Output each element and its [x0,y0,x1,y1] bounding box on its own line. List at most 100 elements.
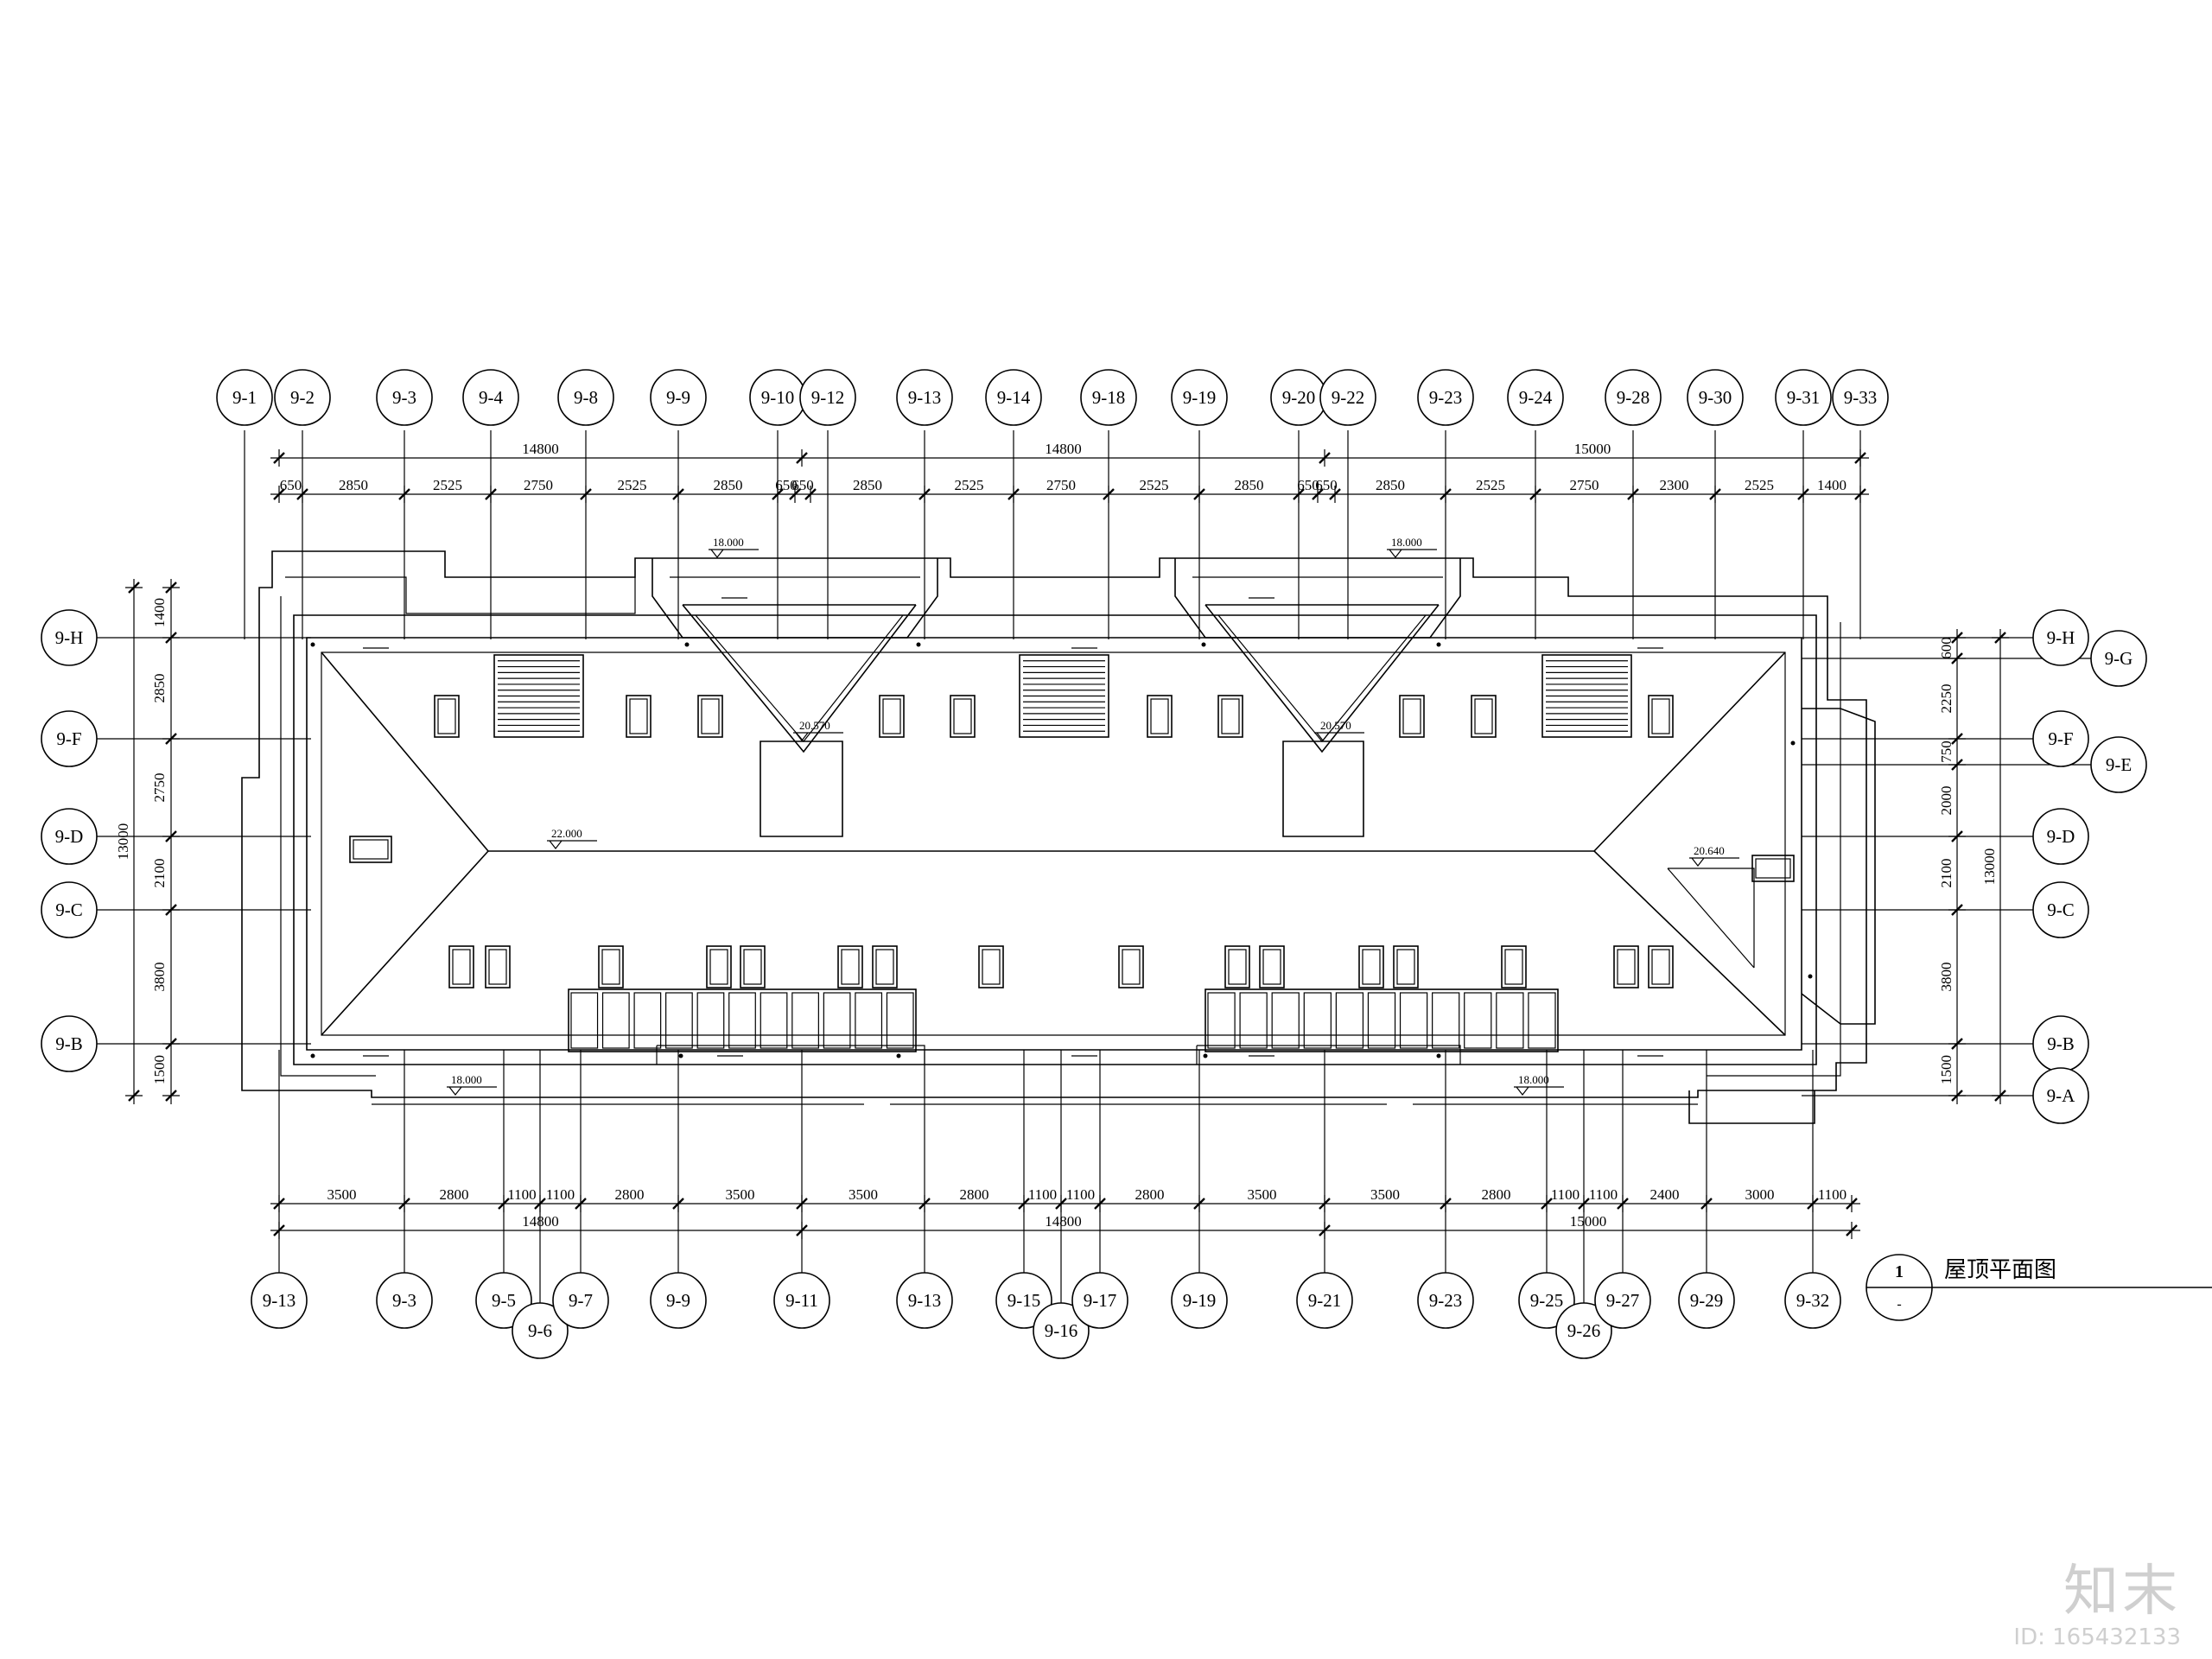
elevation-valley-right: 20.570 [1314,719,1364,741]
axis-bubble-bot-9: 9-9 [650,1272,707,1329]
svg-text:9-7: 9-7 [569,1290,593,1311]
elevation-eave-bottom-right: 18.000 [1514,1073,1564,1096]
dim-top-detail-11: 2525 [1140,477,1169,493]
dim-bottom-total-1: 14800 [1045,1213,1082,1230]
dim-top-detail-19: 2525 [1745,477,1774,493]
dim-top-detail-16: 2525 [1476,477,1505,493]
svg-text:9-32: 9-32 [1796,1290,1830,1311]
axis-bubble-bot-32: 9-32 [1784,1272,1841,1329]
svg-text:9-28: 9-28 [1617,387,1650,408]
axis-bubble-right-C: 9-C [2032,881,2089,938]
skylight [1751,855,1795,882]
axis-bubble-top-33: 9-33 [1832,369,1889,426]
svg-text:9-D: 9-D [55,826,84,847]
svg-text:9-30: 9-30 [1699,387,1732,408]
axis-bubble-left-C: 9-C [41,881,98,938]
dim-bottom-detail-16: 2400 [1650,1186,1680,1203]
dim-right-total-0: 13000 [1981,849,1998,886]
axis-bubble-bot-26: 9-26 [1555,1302,1612,1359]
axis-bubble-top-20: 9-20 [1270,369,1327,426]
svg-text:9-16: 9-16 [1045,1320,1078,1341]
svg-text:9-17: 9-17 [1084,1290,1117,1311]
dim-bottom-detail-8: 1100 [1028,1186,1057,1203]
skylight [1358,945,1384,988]
dim-bottom-detail-11: 3500 [1248,1186,1277,1203]
svg-text:9-E: 9-E [2106,754,2132,775]
dim-top-detail-3: 2750 [524,477,553,493]
dim-right-1: 2250 [1938,684,1955,714]
balconies [568,988,1559,1052]
svg-text:9-9: 9-9 [666,1290,690,1311]
axis-bubble-top-2: 9-2 [274,369,331,426]
axis-bubble-bot-27: 9-27 [1594,1272,1651,1329]
roof-vent [493,654,584,738]
axis-bubble-bot-23: 9-23 [1417,1272,1474,1329]
svg-text:9-14: 9-14 [997,387,1031,408]
dim-top-detail-10: 2750 [1046,477,1076,493]
skylight [1224,945,1250,988]
svg-text:9-20: 9-20 [1282,387,1316,408]
svg-text:9-31: 9-31 [1787,387,1821,408]
svg-text:9-D: 9-D [2047,826,2075,847]
dim-bottom-detail-1: 2800 [440,1186,469,1203]
elevation-eave-top-right: 18.000 [1387,536,1437,558]
skylight [485,945,511,988]
elevation-valley-left: 20.570 [793,719,843,741]
axis-bubble-bot-19: 9-19 [1171,1272,1228,1329]
svg-text:9-33: 9-33 [1844,387,1878,408]
svg-text:9-23: 9-23 [1429,387,1463,408]
axis-bubble-left-B: 9-B [41,1015,98,1072]
svg-text:9-H: 9-H [55,627,84,648]
dim-right-3: 2000 [1938,786,1955,816]
axis-bubble-top-19: 9-19 [1171,369,1228,426]
dim-bottom-detail-2: 1100 [507,1186,536,1203]
dim-bottom-detail-13: 2800 [1482,1186,1511,1203]
skylight [434,695,460,738]
svg-text:18.000: 18.000 [1518,1073,1549,1086]
svg-text:9-21: 9-21 [1308,1290,1342,1311]
skylight [837,945,863,988]
axis-bubble-bot-13: 9-13 [251,1272,308,1329]
svg-text:9-H: 9-H [2047,627,2075,648]
axis-bubble-top-13: 9-13 [896,369,953,426]
dim-top-detail-4: 2525 [618,477,647,493]
axis-bubble-top-10: 9-10 [749,369,806,426]
svg-text:9-B: 9-B [55,1033,83,1054]
svg-text:9-9: 9-9 [666,387,690,408]
axis-bubble-left-D: 9-D [41,808,98,865]
axis-bubble-top-22: 9-22 [1319,369,1376,426]
axis-bubble-right-G: 9-G [2090,630,2147,687]
svg-text:18.000: 18.000 [451,1073,482,1086]
axis-grid-lines [97,430,2091,1303]
svg-text:9-2: 9-2 [290,387,315,408]
elevation-markers: 18.000 18.000 18.000 18.000 20.570 20.57… [447,536,1739,1096]
dim-bottom-detail-5: 3500 [726,1186,755,1203]
skylight [1147,695,1173,738]
dim-bottom-detail-9: 1100 [1066,1186,1095,1203]
svg-text:9-1: 9-1 [232,387,257,408]
skylight [448,945,474,988]
svg-text:18.000: 18.000 [1391,536,1422,549]
axis-bubble-top-14: 9-14 [985,369,1042,426]
svg-text:22.000: 22.000 [551,827,582,840]
axis-bubble-bot-13b: 9-13 [896,1272,953,1329]
axis-bubble-top-8: 9-8 [557,369,614,426]
elevation-eave-top-left: 18.000 [709,536,759,558]
axis-bubble-bot-16: 9-16 [1033,1302,1090,1359]
axis-bubble-bot-6: 9-6 [512,1302,569,1359]
axis-bubble-bot-29: 9-29 [1678,1272,1735,1329]
dim-left-total-0: 13000 [115,823,131,861]
svg-text:18.000: 18.000 [713,536,744,549]
svg-text:20.640: 20.640 [1694,844,1725,857]
elevation-ridge: 22.000 [547,827,597,849]
dim-bottom-detail-15: 1100 [1589,1186,1618,1203]
skylight [1613,945,1639,988]
axis-bubble-right-A: 9-A [2032,1067,2089,1124]
dim-right-2: 750 [1938,741,1955,763]
balcony-row [568,988,917,1052]
axis-bubble-bot-7: 9-7 [552,1272,609,1329]
skylight [706,945,732,988]
axis-bubble-top-28: 9-28 [1605,369,1662,426]
svg-text:9-F: 9-F [56,728,81,749]
